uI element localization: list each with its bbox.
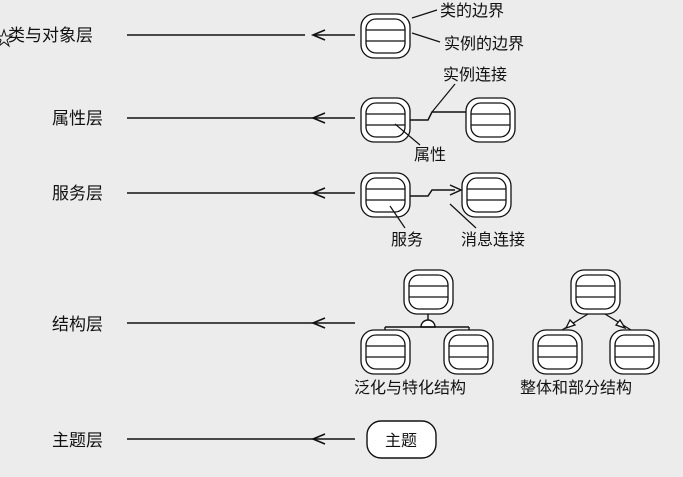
whole-part-parent	[570, 269, 621, 315]
subject-box-label: 主题	[385, 431, 417, 450]
service-class-right	[461, 172, 512, 218]
gen-spec-child-left	[360, 329, 411, 375]
attribute-class-left	[360, 97, 411, 143]
annotation-instance-connection: 实例连接	[443, 65, 507, 84]
subject-box: 主题	[366, 420, 437, 459]
instance-connection-line	[410, 111, 466, 121]
corner-star-icon	[0, 28, 14, 48]
layer-label-class-object: 类与对象层	[8, 26, 93, 46]
attribute-class-right	[465, 97, 516, 143]
annotation-message-connection: 消息连接	[461, 230, 525, 249]
gen-spec-connector	[384, 314, 470, 330]
class-object-symbol	[360, 13, 411, 59]
annotation-attribute: 属性	[414, 145, 446, 164]
gen-spec-child-right	[443, 329, 494, 375]
annotation-service: 服务	[391, 230, 423, 249]
whole-part-connectors	[561, 313, 632, 331]
annotation-class-boundary: 类的边界	[440, 1, 504, 20]
annotation-instance-boundary: 实例的边界	[444, 34, 524, 53]
service-class-left	[360, 172, 411, 218]
layer-label-service: 服务层	[52, 184, 103, 204]
gen-spec-parent	[403, 269, 454, 315]
whole-part-child-left	[532, 329, 583, 375]
layer-label-subject: 主题层	[52, 431, 103, 451]
layer-label-attribute: 属性层	[52, 109, 103, 129]
annotation-whole-part: 整体和部分结构	[520, 378, 632, 397]
layer-label-structure: 结构层	[52, 315, 103, 335]
whole-part-child-right	[609, 329, 660, 375]
annotation-gen-spec: 泛化与特化结构	[354, 378, 466, 397]
message-connection-line	[410, 189, 455, 197]
